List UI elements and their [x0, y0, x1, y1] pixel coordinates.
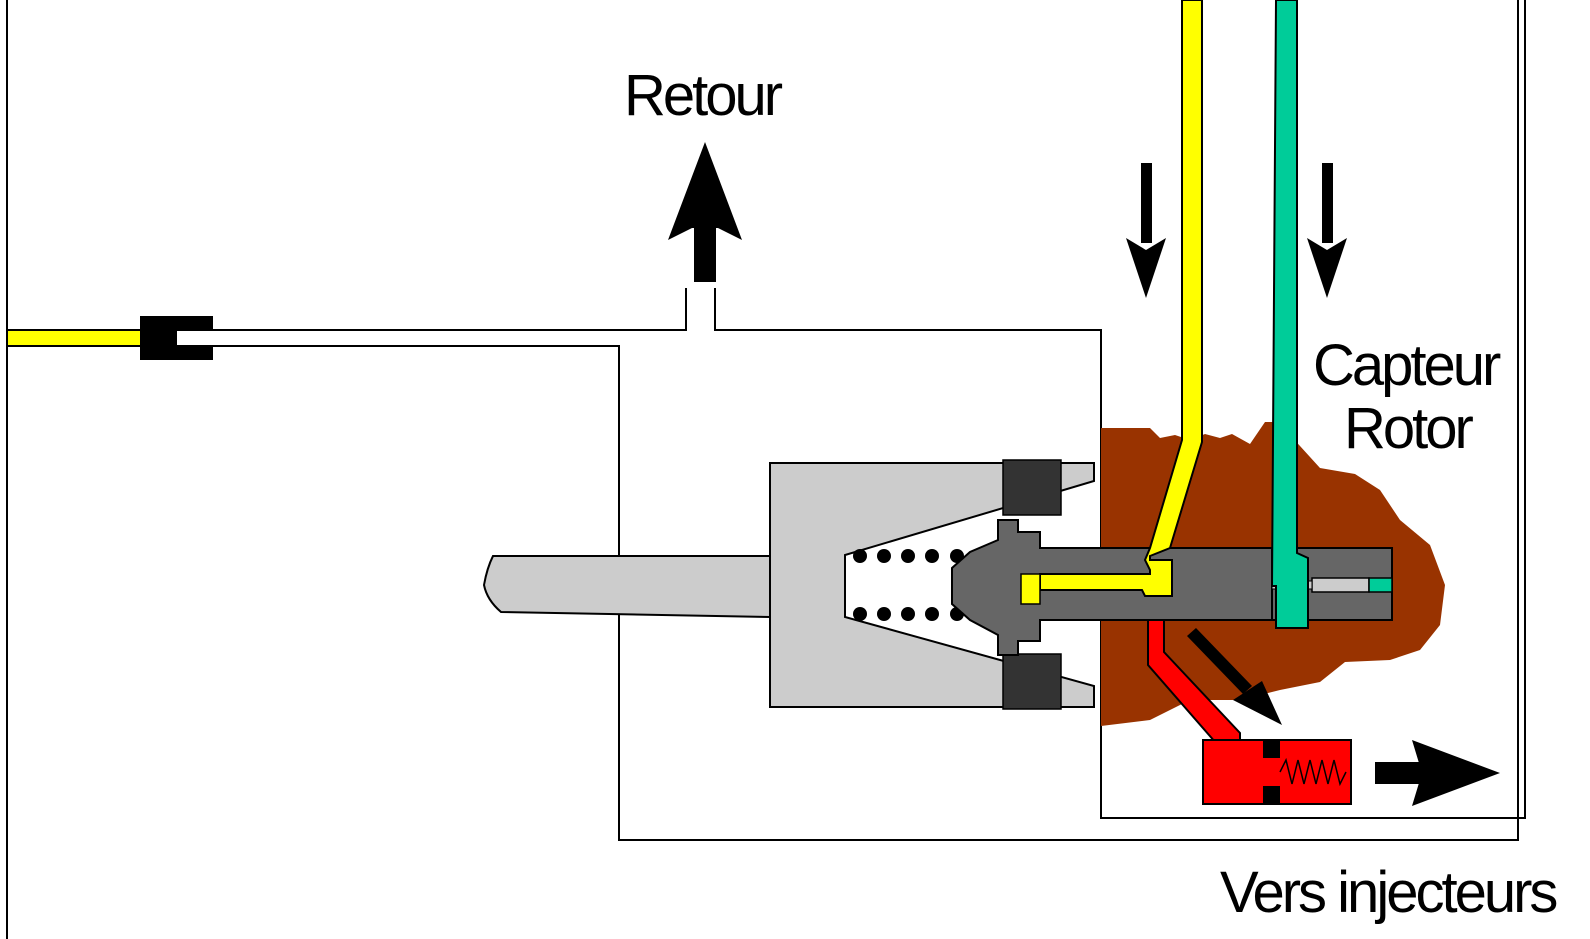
outlet-arrow-head	[1233, 681, 1282, 725]
supply-arrow-shaft	[1141, 163, 1152, 243]
distributor-body	[769, 462, 1095, 708]
arrows	[668, 142, 1500, 806]
seal-block-bottom	[1002, 653, 1062, 710]
fuel-supply-rotor-port	[1020, 573, 1041, 605]
injector-outlet-passage	[1147, 619, 1241, 744]
label-rotor: Rotor	[1344, 396, 1474, 461]
sensor-line	[1270, 0, 1309, 629]
inlet-coupling-bore	[177, 331, 213, 345]
label-capteur: Capteur	[1313, 333, 1501, 398]
spring-coils	[853, 549, 964, 621]
return-channel-top	[212, 288, 687, 331]
label-retour: Retour	[624, 63, 783, 128]
injector-arrow-head	[1412, 740, 1500, 806]
seal-block-top	[1002, 459, 1062, 516]
drive-shaft	[482, 555, 771, 619]
sensor-tip	[1368, 577, 1393, 593]
delivery-valve-piston-gap	[1263, 758, 1280, 786]
injector-arrow-shaft	[1375, 762, 1425, 784]
sensor-arrow-head	[1307, 238, 1347, 298]
sensor-probe	[1311, 577, 1370, 593]
return-arrow-head	[668, 142, 742, 240]
outer-casing	[212, 0, 1519, 841]
outlet-arrow-shaft	[1187, 628, 1252, 694]
return-arrow-shaft	[694, 228, 716, 282]
label-vers-injecteurs: Vers injecteurs	[1220, 860, 1556, 925]
fuel-supply-passage	[1039, 0, 1203, 597]
delivery-valve-spring	[1279, 757, 1347, 787]
sensor-arrow-shaft	[1322, 163, 1333, 243]
supply-arrow-head	[1126, 238, 1166, 298]
